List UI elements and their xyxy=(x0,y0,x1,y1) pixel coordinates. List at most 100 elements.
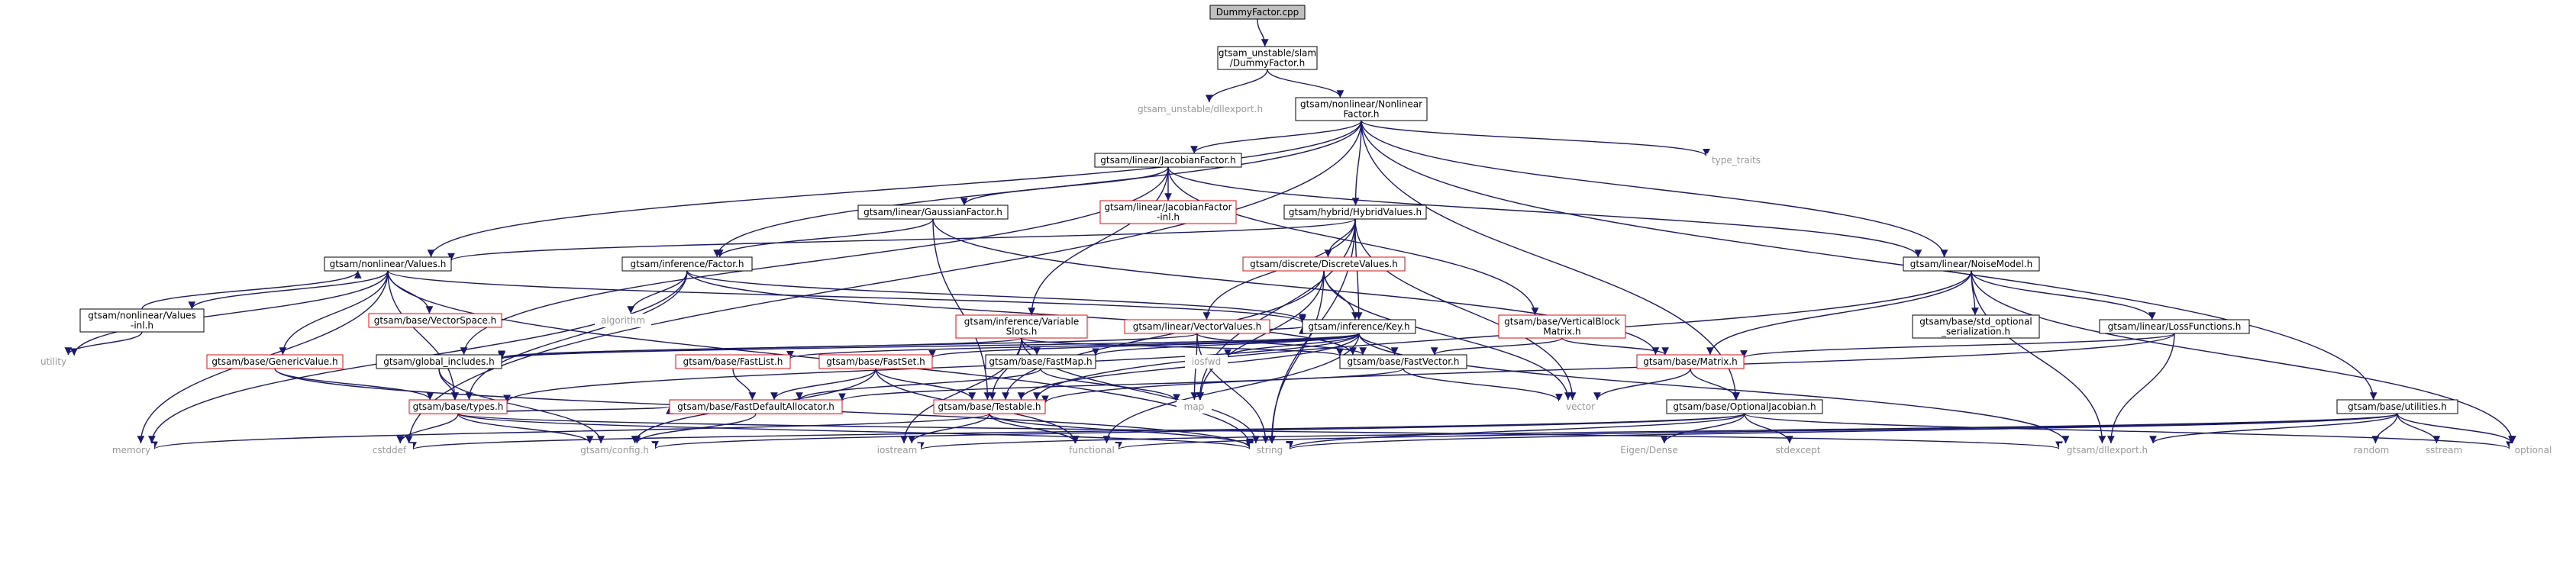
node-box xyxy=(368,313,502,328)
node-dummyfactor-cpp[interactable]: DummyFactor.cpp xyxy=(1209,5,1306,20)
node-optional[interactable]: optional xyxy=(2510,443,2557,457)
edge-discretevalues-h-to-key-h xyxy=(1323,270,1359,320)
node-optionaljacobian-h[interactable]: gtsam/base/OptionalJacobian.h xyxy=(1666,399,1823,414)
node-label: gtsam/discrete/DiscreteValues.h xyxy=(1250,259,1398,269)
node-discretevalues-h[interactable]: gtsam/discrete/DiscreteValues.h xyxy=(1242,256,1406,272)
node-box xyxy=(1771,443,1825,457)
node-box xyxy=(2059,443,2155,457)
node-fastdefaultallocator-h[interactable]: gtsam/base/FastDefaultAllocator.h xyxy=(669,399,843,414)
node-jacobianfactor-h[interactable]: gtsam/linear/JacobianFactor.h xyxy=(1094,153,1242,168)
node-box xyxy=(675,354,791,369)
node-iosfwd[interactable]: iosfwd xyxy=(1185,355,1228,369)
node-box xyxy=(955,314,1088,339)
node-fastmap-h[interactable]: gtsam/base/FastMap.h xyxy=(985,354,1096,369)
node-box xyxy=(1498,314,1626,339)
node-eigen-dense[interactable]: Eigen/Dense xyxy=(1619,443,1680,457)
node-iostream[interactable]: iostream xyxy=(873,443,921,457)
edge-matrix-h-to-optionaljacobian-h xyxy=(1690,368,1741,401)
node-map[interactable]: map xyxy=(1177,400,1212,414)
node-fastvector-h[interactable]: gtsam/base/FastVector.h xyxy=(1339,354,1467,369)
edge-hybridvalues-h-to-vector xyxy=(1354,218,1577,401)
node-label: gtsam_unstable/dllexport.h xyxy=(1138,104,1263,114)
node-label: gtsam/nonlinear/Nonlinear xyxy=(1300,99,1422,110)
node-box xyxy=(621,256,753,272)
edge-values-inl-to-utility xyxy=(64,331,143,356)
node-types-h[interactable]: gtsam/base/types.h xyxy=(408,399,508,414)
node-values-inl[interactable]: gtsam/nonlinear/Values-inl.h xyxy=(79,308,205,333)
edge-hybridvalues-h-to-values-h xyxy=(447,218,1356,262)
edge-lossfunctions-h-to-testable-h xyxy=(1041,333,2175,404)
edge-types-h-to-config-h xyxy=(457,413,594,444)
node-label: gtsam/nonlinear/Values.h xyxy=(330,259,447,269)
node-algorithm[interactable]: algorithm xyxy=(595,314,651,327)
node-label: gtsam/base/GenericValue.h xyxy=(211,356,337,367)
edge-fastvector-h-to-vector xyxy=(1403,368,1563,402)
edge-optionaljacobian-h-to-optional xyxy=(1744,413,2513,449)
node-fastlist-h[interactable]: gtsam/base/FastList.h xyxy=(675,354,791,369)
edge-key-h-to-iosfwd xyxy=(1224,333,1360,358)
node-box xyxy=(1250,443,1290,457)
edge-dummyfactor-h-to-nonlinearfactor-h xyxy=(1267,69,1344,98)
node-box xyxy=(1217,46,1318,70)
edge-optionaljacobian-h-to-string xyxy=(1286,413,1745,449)
node-matrix-h[interactable]: gtsam/base/Matrix.h xyxy=(1636,354,1745,369)
node-label: gtsam/inference/Variable xyxy=(964,317,1079,327)
node-box xyxy=(79,308,205,333)
node-std-optional-serialization[interactable]: gtsam/base/std_optional_serialization.h xyxy=(1912,314,2040,339)
node-label: gtsam/base/std_optional xyxy=(1919,317,2032,327)
node-dummyfactor-h[interactable]: gtsam_unstable/slam/DummyFactor.h xyxy=(1217,46,1318,70)
node-key-h[interactable]: gtsam/inference/Key.h xyxy=(1302,319,1416,334)
node-box xyxy=(1242,256,1406,272)
node-jacobianfactor-inl[interactable]: gtsam/linear/JacobianFactor-inl.h xyxy=(1099,200,1237,224)
node-string[interactable]: string xyxy=(1250,443,1290,457)
node-random[interactable]: random xyxy=(2351,443,2392,457)
node-gaussianfactor-h[interactable]: gtsam/linear/GaussianFactor.h xyxy=(857,204,1009,220)
edge-lossfunctions-h-to-matrix-h xyxy=(1740,333,2175,359)
node-box xyxy=(2423,443,2465,457)
node-stdexcept[interactable]: stdexcept xyxy=(1771,443,1825,457)
node-box xyxy=(408,399,508,414)
node-lossfunctions-h[interactable]: gtsam/linear/LossFunctions.h xyxy=(2099,319,2250,334)
node-box xyxy=(1339,354,1467,369)
node-memory[interactable]: memory xyxy=(108,443,154,457)
node-sstream[interactable]: sstream xyxy=(2423,443,2465,457)
node-label: gtsam/config.h xyxy=(580,445,649,456)
node-label: /DummyFactor.h xyxy=(1230,58,1305,69)
node-hybridvalues-h[interactable]: gtsam/hybrid/HybridValues.h xyxy=(1283,204,1427,220)
node-type-traits[interactable]: type_traits xyxy=(1706,153,1766,167)
node-box xyxy=(1295,97,1428,121)
node-noisemodel-h[interactable]: gtsam/linear/NoiseModel.h xyxy=(1903,256,2040,272)
node-vector[interactable]: vector xyxy=(1559,400,1602,414)
nodes-layer: DummyFactor.cpp gtsam_unstable/slam/Dummy… xyxy=(33,5,2557,457)
node-box xyxy=(857,204,1009,220)
node-global-includes-h[interactable]: gtsam/global_includes.h xyxy=(376,354,502,369)
node-factor-h[interactable]: gtsam/inference/Factor.h xyxy=(621,256,753,272)
node-dllexport-h[interactable]: gtsam/dllexport.h xyxy=(2059,443,2155,457)
node-vectorspace-h[interactable]: gtsam/base/VectorSpace.h xyxy=(368,313,502,328)
edge-fastlist-h-to-fastdefaultallocator-h xyxy=(732,368,757,401)
node-label: gtsam/base/Testable.h xyxy=(938,401,1041,412)
node-genericvalue-h[interactable]: gtsam/base/GenericValue.h xyxy=(206,354,344,369)
node-testable-h[interactable]: gtsam/base/Testable.h xyxy=(933,399,1046,414)
node-label: algorithm xyxy=(601,315,645,326)
node-config-h[interactable]: gtsam/config.h xyxy=(574,443,655,457)
node-box xyxy=(1139,102,1261,116)
edge-key-h-to-global-includes-h xyxy=(498,333,1360,360)
node-cstddef[interactable]: cstddef xyxy=(366,443,413,457)
node-label: Slots.h xyxy=(1006,327,1038,337)
node-utility[interactable]: utility xyxy=(33,355,74,369)
node-values-h[interactable]: gtsam/nonlinear/Values.h xyxy=(324,256,452,272)
node-label: type_traits xyxy=(1712,155,1761,166)
node-utilities-h[interactable]: gtsam/base/utilities.h xyxy=(2336,399,2458,414)
edge-types-h-to-dllexport-h xyxy=(457,413,2062,449)
node-functional[interactable]: functional xyxy=(1065,443,1119,457)
node-box xyxy=(1619,443,1680,457)
node-unstable-dllexport[interactable]: gtsam_unstable/dllexport.h xyxy=(1138,102,1263,116)
node-vectorvalues-h[interactable]: gtsam/linear/VectorValues.h xyxy=(1124,319,1270,334)
node-label: Factor.h xyxy=(1343,109,1379,120)
node-fastset-h[interactable]: gtsam/base/FastSet.h xyxy=(818,354,933,369)
edge-verticalblockmatrix-h-to-matrix-h xyxy=(1561,337,1669,356)
